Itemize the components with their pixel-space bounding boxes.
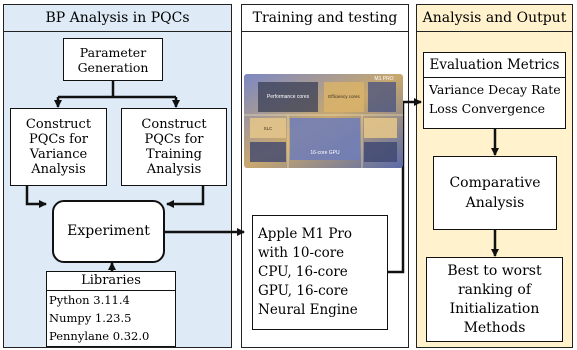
chip-media-engine	[250, 142, 286, 162]
construct-training-box: Construct PQCs for Training Analysis	[121, 108, 227, 186]
chip-performance-cores	[258, 82, 318, 112]
library-item: Pennylane 0.32.0	[49, 329, 150, 343]
analysis-output-title: Analysis and Output	[417, 5, 572, 32]
chip-efficiency-label: Efficiency cores	[328, 94, 360, 99]
metric-item: Loss Convergence	[429, 101, 546, 116]
chip-slc-right	[364, 118, 397, 138]
chip-slc-left	[250, 118, 286, 138]
chip-performance-label: Performance cores	[267, 94, 310, 100]
metric-item: Variance Decay Rate	[429, 82, 561, 97]
variance-to-experiment	[25, 186, 47, 208]
chip-gpu-label: 16-core GPU	[310, 150, 340, 156]
evaluation-metrics-box: Evaluation Metrics Variance Decay Rate L…	[423, 52, 566, 129]
comparative-analysis-box: Comparative Analysis	[433, 156, 557, 230]
bp-analysis-title: BP Analysis in PQCs	[4, 5, 231, 32]
ranking-box: Best to worst ranking of Initialization …	[426, 257, 563, 342]
chip-slc-label: SLC	[264, 126, 274, 131]
libraries-box: Libraries Python 3.11.4 Numpy 1.23.5 Pen…	[46, 271, 176, 347]
parameter-generation-box: Parameter Generation	[63, 38, 163, 81]
hardware-spec-box: Apple M1 Pro with 10-core CPU, 16-core G…	[252, 215, 388, 330]
chip-display	[364, 142, 397, 162]
construct-variance-box: Construct PQCs for Variance Analysis	[10, 108, 107, 186]
chip-brand-label: M1 PRO	[374, 76, 393, 82]
chip-efficiency-cores	[324, 82, 364, 112]
experiment-box: Experiment	[52, 200, 165, 263]
training-to-experiment	[166, 186, 205, 208]
chip-gpu	[290, 118, 360, 160]
training-testing-title: Training and testing	[242, 5, 408, 32]
chip-neural-engine	[368, 82, 396, 112]
library-item: Numpy 1.23.5	[49, 311, 132, 325]
library-item: Python 3.11.4	[49, 293, 130, 307]
evaluation-metrics-title: Evaluation Metrics	[424, 53, 565, 78]
m1-pro-chip-image: M1 PRO 16-core GPU Performance cores Eff…	[244, 74, 403, 168]
libraries-title: Libraries	[47, 272, 175, 291]
hardware-to-metrics	[388, 98, 422, 274]
